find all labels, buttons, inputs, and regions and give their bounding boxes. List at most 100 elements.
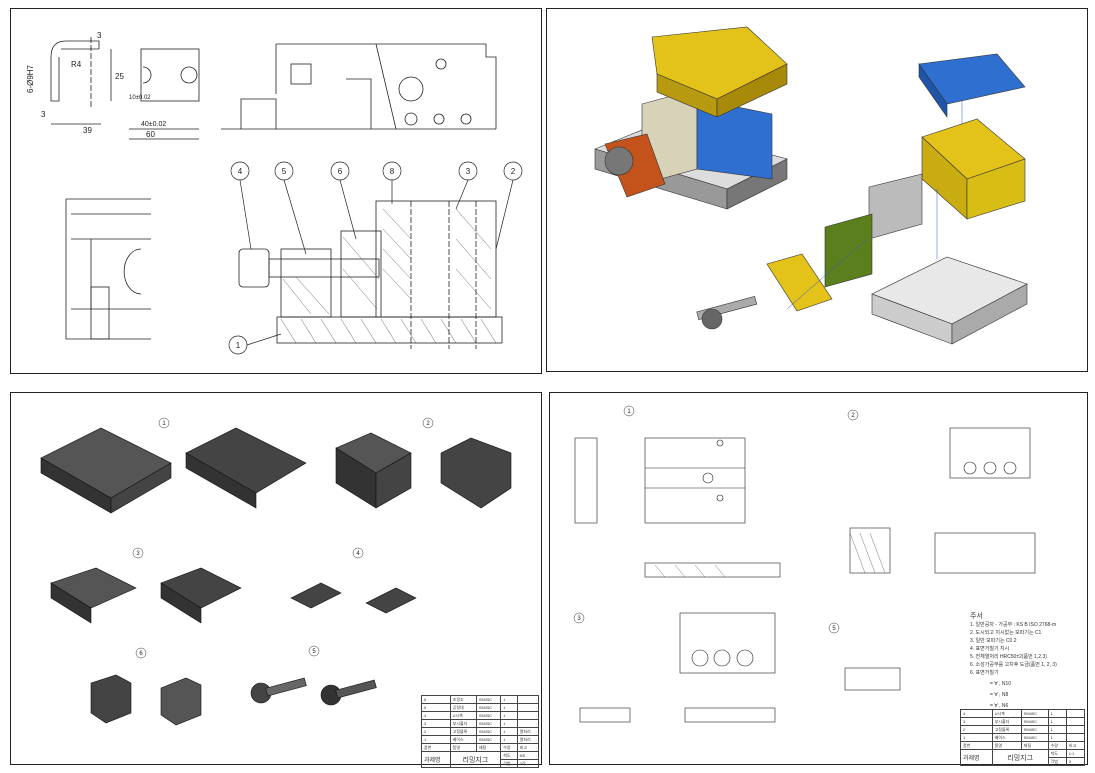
balloon-2: 2 — [511, 167, 516, 176]
dim-25: 25 — [115, 72, 124, 81]
cell: 재질 — [1020, 741, 1049, 750]
cell: SM45C — [475, 695, 502, 704]
cell: 비고 — [1065, 741, 1086, 750]
part-details-drawing: 1 2 3 5 — [573, 405, 1036, 723]
exploded-3d-view — [594, 26, 1028, 345]
cell: 1 — [500, 727, 518, 736]
note-line: 4. 표면거칠기 지시 — [970, 646, 1010, 652]
note-line: 1. 일반공차 - 가공부 : KS B ISO 2768-m — [970, 622, 1057, 628]
cell: 5 — [421, 703, 451, 712]
cell — [516, 711, 540, 720]
cell: 1 — [1047, 717, 1067, 726]
scale-value: NS — [516, 751, 540, 760]
cell: SM45C — [1020, 733, 1049, 742]
scale-label: 척도 — [1047, 749, 1067, 758]
cell — [1065, 717, 1086, 726]
cell: 수량 — [500, 743, 518, 752]
cell: SM45C — [1020, 725, 1049, 734]
projection-value: 3 — [1065, 757, 1086, 766]
cell: 공정대 — [449, 703, 477, 712]
cell: SM45C — [475, 735, 502, 744]
cell: 1 — [1047, 709, 1067, 718]
dim-60: 60 — [146, 130, 155, 139]
cell — [516, 695, 540, 704]
note-line: 5. 전체열처리 HRC50±2(품번 1,2,3) — [970, 654, 1047, 660]
dim-39: 39 — [83, 126, 92, 135]
cell: SM45C — [1020, 717, 1049, 726]
balloon-3: 3 — [466, 167, 471, 176]
cell: SM45C — [1020, 709, 1049, 718]
cell: 부시홀더 — [449, 719, 477, 728]
roughness-line: = ∀ , N8 — [990, 692, 1009, 698]
dim-40: 40±0.02 — [141, 121, 166, 128]
cell: 1 — [500, 703, 518, 712]
notes-title: 주서 — [970, 613, 983, 620]
cell: 고정블록 — [991, 725, 1022, 734]
exploded-3d-panel — [546, 8, 1088, 372]
cell — [1065, 725, 1086, 734]
balloon-4: 4 — [238, 167, 243, 176]
cell: 1 — [500, 735, 518, 744]
balloon-1: 1 — [236, 341, 241, 350]
cell: 품명 — [449, 743, 477, 752]
projection-label: 각법 — [1047, 757, 1067, 766]
cell — [516, 719, 540, 728]
br-balloon-5: 5 — [832, 626, 836, 632]
bl-balloon-5: 5 — [312, 649, 316, 655]
bl-balloon-3: 3 — [136, 551, 140, 557]
dim-r4: R4 — [71, 60, 82, 69]
cell: 3 — [960, 717, 993, 726]
cell: 베이스 — [449, 735, 477, 744]
roughness-line: = ∀ , N10 — [990, 681, 1012, 687]
cell: 품번 — [960, 741, 993, 750]
cell: 1 — [1047, 725, 1067, 734]
dim-10: 10±0.02 — [129, 95, 151, 101]
project-label: 과제명 — [421, 751, 451, 768]
part-details-panel: 1 2 3 5 주서 1. 일반공차 - 가공부 : KS B ISO 2768… — [549, 392, 1088, 766]
cell: U시촉 — [991, 709, 1022, 718]
balloon-8: 8 — [390, 167, 395, 176]
parts-isometric-view: 1 2 3 4 6 5 — [40, 417, 512, 726]
roughness-line: = ∀ , N6 — [990, 703, 1009, 709]
cell: 열처리 — [516, 735, 540, 744]
cell: 6 — [421, 695, 451, 704]
bl-balloon-6: 6 — [139, 651, 143, 657]
note-line: 3. 일반 모따기는 C0.2 — [970, 638, 1017, 644]
cell: 비고 — [516, 743, 540, 752]
cell: 부시홀더 — [991, 717, 1022, 726]
cell: SM45C — [475, 703, 502, 712]
dim-3b: 3 — [41, 110, 46, 119]
cell: 2 — [960, 725, 993, 734]
assembly-drawing: 3 R4 6-Ø9H7 25 3 39 10±0.02 40±0.02 60 4… — [26, 31, 523, 355]
projection-label: 각법 — [500, 759, 518, 768]
cell: SM45C — [475, 727, 502, 736]
cell: 4 — [421, 711, 451, 720]
cell: U시촉 — [449, 711, 477, 720]
cell: SM45C — [475, 719, 502, 728]
cell: 조정조 — [449, 695, 477, 704]
dim-3: 3 — [97, 31, 102, 40]
cell: 3 — [421, 719, 451, 728]
cell — [1065, 709, 1086, 718]
cell: 4 — [960, 709, 993, 718]
cell: 품번 — [421, 743, 451, 752]
balloon-5: 5 — [282, 167, 287, 176]
bl-balloon-1: 1 — [162, 421, 166, 427]
note-line: 6. 표면거칠기 — [970, 670, 999, 676]
cell — [516, 703, 540, 712]
cell: 1 — [500, 711, 518, 720]
cell — [1065, 733, 1086, 742]
